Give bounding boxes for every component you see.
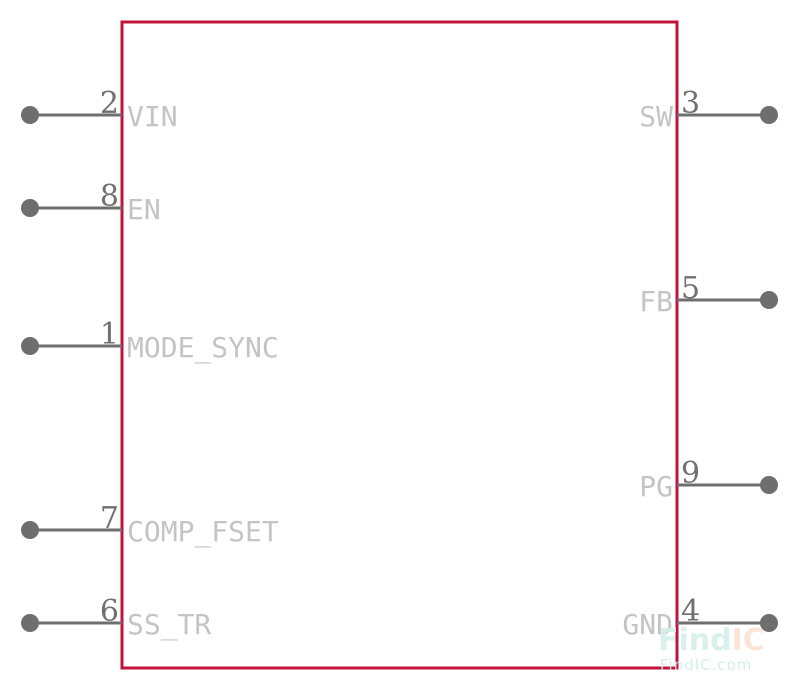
pin-name: GND (622, 608, 673, 641)
pin-endpoint[interactable] (760, 106, 778, 124)
pin-right-2[interactable]: 5 FB (639, 271, 778, 318)
pin-right-4[interactable]: 4 GND (622, 594, 778, 641)
pin-left-1[interactable]: 2 VIN (21, 86, 178, 133)
pin-endpoint[interactable] (760, 614, 778, 632)
pin-left-2[interactable]: 8 EN (21, 179, 161, 226)
pin-right-1[interactable]: 3 SW (639, 86, 778, 133)
pin-endpoint[interactable] (21, 521, 39, 539)
findic-watermark: FindIC FindIC.com (658, 623, 765, 674)
watermark-logo-find: Find (658, 623, 732, 658)
pin-name: EN (127, 193, 161, 226)
pin-name: VIN (127, 100, 178, 133)
pin-endpoint[interactable] (21, 199, 39, 217)
pin-name: PG (639, 470, 673, 503)
pin-left-5[interactable]: 6 SS_TR (21, 594, 211, 642)
pin-endpoint[interactable] (760, 476, 778, 494)
pin-number: 9 (681, 456, 700, 491)
pin-number: 5 (681, 271, 700, 306)
pin-number: 1 (100, 317, 119, 352)
pin-endpoint[interactable] (21, 106, 39, 124)
pin-name: MODE_SYNC (127, 331, 279, 365)
pin-endpoint[interactable] (21, 614, 39, 632)
pin-left-4[interactable]: 7 COMP_FSET (21, 501, 279, 549)
pin-number: 8 (100, 179, 119, 214)
pin-number: 6 (100, 594, 119, 629)
pin-number: 3 (681, 86, 700, 121)
watermark-logo-ic: IC (732, 623, 765, 658)
watermark-site: FindIC.com (660, 656, 752, 674)
pin-name: FB (639, 285, 673, 318)
pin-name: COMP_FSET (127, 515, 279, 549)
pin-name: SW (639, 100, 673, 133)
pin-name: SS_TR (127, 608, 211, 642)
pin-endpoint[interactable] (21, 337, 39, 355)
pin-left-3[interactable]: 1 MODE_SYNC (21, 317, 279, 365)
watermark-logo: FindIC (658, 623, 765, 658)
pin-number: 7 (100, 501, 119, 536)
pin-number: 4 (681, 594, 700, 629)
pin-right-3[interactable]: 9 PG (639, 456, 778, 503)
pin-endpoint[interactable] (760, 291, 778, 309)
pin-number: 2 (100, 86, 119, 121)
